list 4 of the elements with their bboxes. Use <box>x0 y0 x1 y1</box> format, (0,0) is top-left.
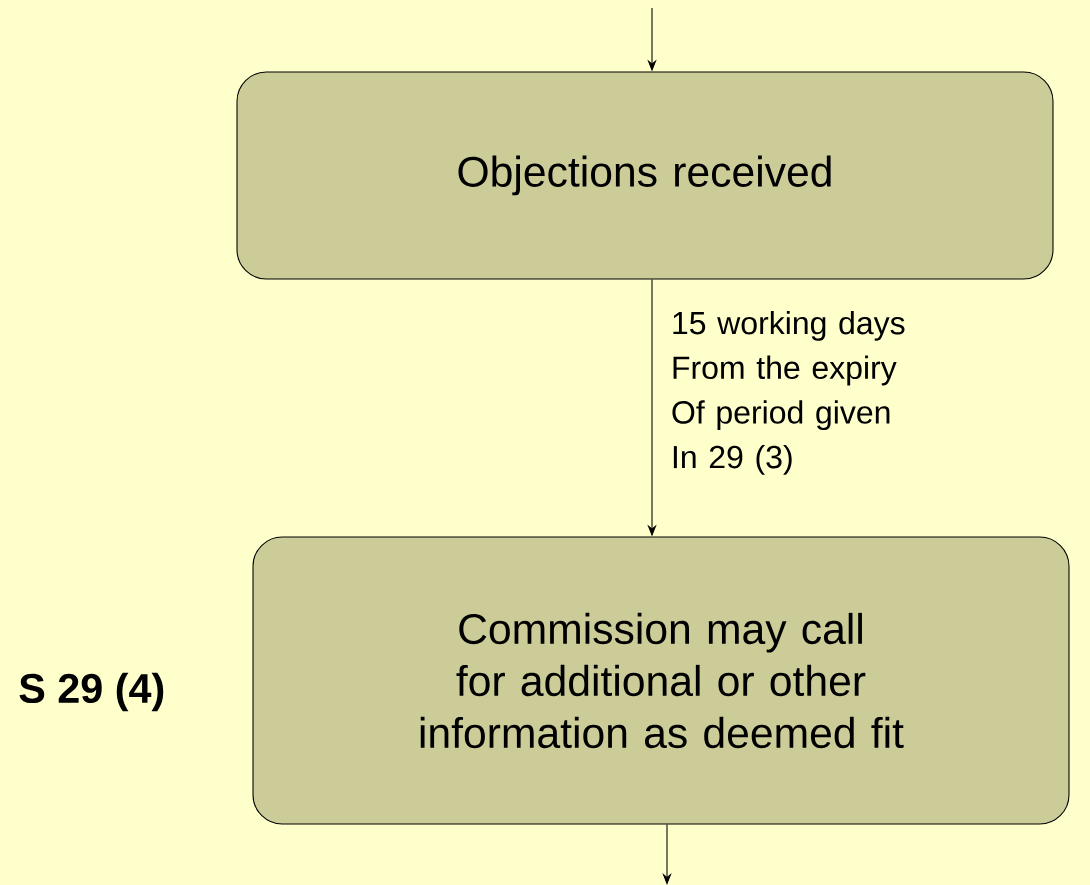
edge-label: 15 working days From the expiry Of period given In 29 (3) <box>672 310 905 475</box>
process-box: Commission may call for additional or other information as deemed fit <box>252 536 1070 825</box>
section-label: S 29 (4) <box>19 672 164 712</box>
process-box: Objections received <box>236 71 1054 280</box>
